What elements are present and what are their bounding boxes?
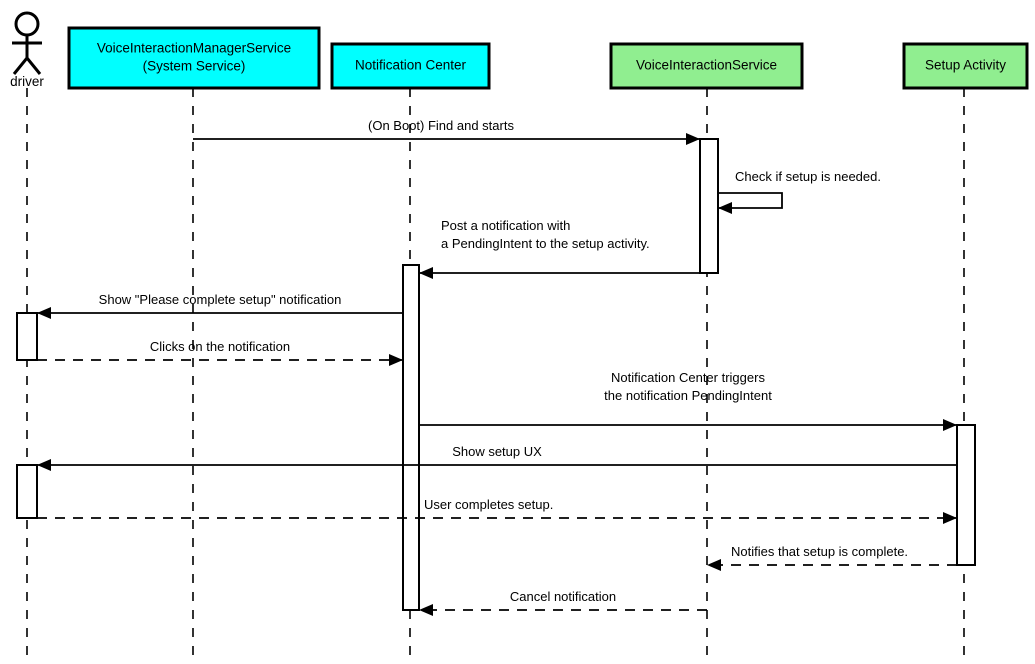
message-m4[interactable]: Show "Please complete setup" notificatio… xyxy=(37,292,403,319)
message-label: Clicks on the notification xyxy=(150,339,290,354)
message-m2[interactable]: Check if setup is needed. xyxy=(718,169,881,214)
message-label: Check if setup is needed. xyxy=(735,169,881,184)
arrowhead-icon xyxy=(707,559,721,571)
message-label: the notification PendingIntent xyxy=(604,388,772,403)
message-m9[interactable]: Notifies that setup is complete. xyxy=(707,544,957,571)
message-label: a PendingIntent to the setup activity. xyxy=(441,236,650,251)
participant-label-vims: (System Service) xyxy=(143,59,246,74)
participant-setup_activity[interactable]: Setup Activity xyxy=(902,42,1029,90)
participant-label-setup_activity: Setup Activity xyxy=(925,58,1006,73)
participant-box-setup_activity[interactable] xyxy=(902,42,1029,90)
message-m7[interactable]: Show setup UX xyxy=(37,444,957,471)
participant-box-voice_interaction_service[interactable] xyxy=(609,42,804,90)
arrowhead-icon xyxy=(943,512,957,524)
message-m3[interactable]: Post a notification with a PendingIntent … xyxy=(419,218,718,279)
message-m5[interactable]: Clicks on the notification xyxy=(37,339,403,366)
participant-label-voice_interaction_service: VoiceInteractionService xyxy=(636,58,777,73)
actor-icon xyxy=(12,11,42,75)
message-label: Post a notification with xyxy=(441,218,570,233)
message-m6[interactable]: Notification Center triggers the notifica… xyxy=(419,370,957,431)
participant-label-notification_center: Notification Center xyxy=(355,58,467,73)
participant-label-vims: VoiceInteractionManagerService xyxy=(97,41,291,56)
activation-bar-setup_activity xyxy=(956,424,976,566)
arrowhead-icon xyxy=(718,202,732,214)
activation-bars-layer xyxy=(16,138,976,611)
arrowhead-icon xyxy=(943,419,957,431)
arrowhead-icon xyxy=(686,133,700,145)
arrowhead-icon xyxy=(37,307,51,319)
participant-label-driver: driver xyxy=(10,74,44,89)
message-label: Cancel notification xyxy=(510,589,616,604)
participant-notification_center[interactable]: Notification Center xyxy=(330,42,491,90)
message-line xyxy=(718,192,783,209)
participant-vims[interactable]: VoiceInteractionManagerService (System Se… xyxy=(67,26,321,90)
arrowhead-icon xyxy=(419,604,433,616)
activation-bar-driver xyxy=(16,312,38,361)
message-label: Show "Please complete setup" notificatio… xyxy=(99,292,342,307)
activation-bar-notification_center xyxy=(402,264,420,611)
message-m10[interactable]: Cancel notification xyxy=(419,589,707,616)
participant-box-vims[interactable] xyxy=(67,26,321,90)
activation-bar-driver xyxy=(16,464,38,519)
arrowhead-icon xyxy=(389,354,403,366)
arrowhead-icon xyxy=(419,267,433,279)
message-label: Show setup UX xyxy=(452,444,542,459)
message-m8[interactable]: User completes setup. xyxy=(37,497,957,524)
activation-bar-voice_interaction_service xyxy=(699,138,719,274)
participant-heads-layer: driver VoiceInteractionManagerService (Sys… xyxy=(10,11,1029,90)
message-label: Notification Center triggers xyxy=(611,370,765,385)
message-label: (On Boot) Find and starts xyxy=(368,118,514,133)
message-label: Notifies that setup is complete. xyxy=(731,544,908,559)
message-m1[interactable]: (On Boot) Find and starts xyxy=(193,118,700,145)
participant-driver[interactable]: driver xyxy=(10,11,44,89)
arrowhead-icon xyxy=(37,459,51,471)
participant-box-notification_center[interactable] xyxy=(330,42,491,90)
message-label: User completes setup. xyxy=(424,497,553,512)
participant-voice_interaction_service[interactable]: VoiceInteractionService xyxy=(609,42,804,90)
